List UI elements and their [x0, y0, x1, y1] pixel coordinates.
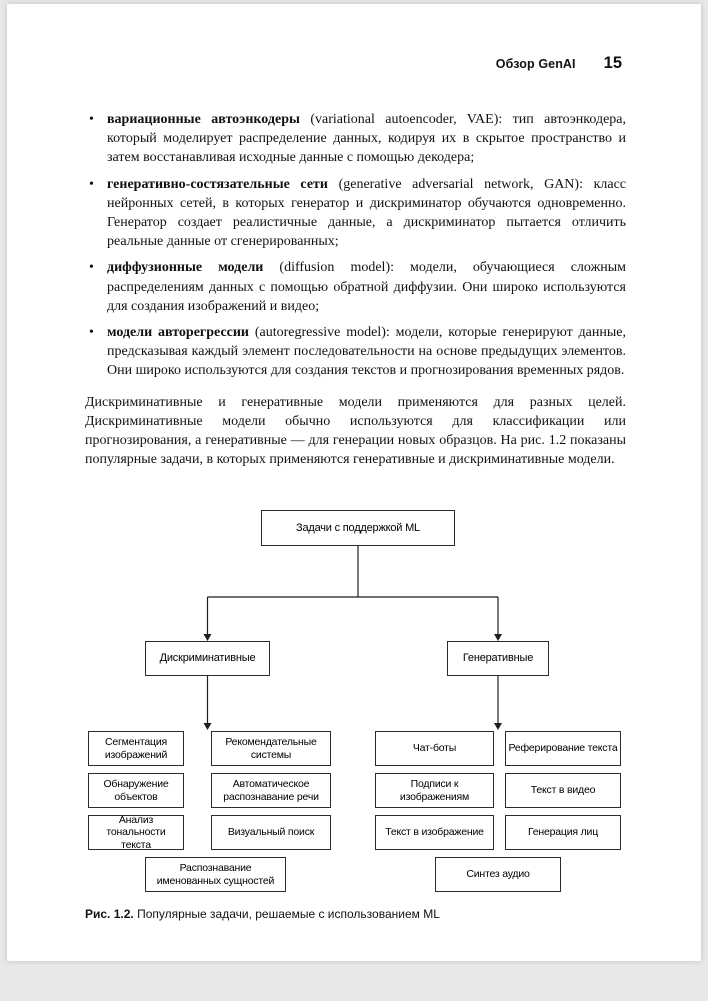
bullet-icon: •	[89, 176, 94, 192]
body-text: • вариационные автоэнкодеры (variational…	[85, 110, 626, 469]
definition-gan: (generative adversarial network, GAN): к…	[107, 176, 626, 250]
list-item: • диффузионные модели (diffusion model):…	[85, 258, 626, 316]
list-item-text: генеративно-состязательные сети (generat…	[107, 175, 626, 252]
list-item-text: вариационные автоэнкодеры (variational a…	[107, 110, 626, 168]
definition-autoregressive: (autoregressive model): модели, которые …	[107, 325, 626, 379]
bullet-icon: •	[89, 325, 94, 341]
term-autoregressive: модели авторегрессии	[107, 325, 250, 341]
list-item-text: модели авторегрессии (autoregressive mod…	[107, 323, 626, 381]
list-item: • генеративно-состязательные сети (gener…	[85, 175, 626, 252]
diagram-box-discriminative: Дискриминативные	[145, 641, 270, 676]
list-item: • вариационные автоэнкодеры (variational…	[85, 110, 626, 168]
term-vae: вариационные автоэнкодеры	[107, 112, 300, 127]
definition-vae: (variational autoencoder, VAE): тип авто…	[107, 112, 626, 166]
chapter-title: Обзор GenAI	[495, 57, 576, 71]
diagram-box-ml-tasks-root: Задачи с поддержкой ML	[261, 510, 455, 546]
definition-diffusion: (diffusion model): модели, обучающиеся с…	[107, 260, 626, 314]
list-item: • модели авторегрессии (autoregressive m…	[85, 323, 626, 381]
diagram-box-image-captioning: Подписи к изображениям	[375, 773, 494, 808]
diagram-box-audio-synthesis: Синтез аудио	[435, 857, 561, 892]
term-gan: генеративно-состязательные сети	[107, 176, 328, 192]
bullet-icon: •	[89, 112, 94, 127]
diagram-box-named-entity-recognition: Распознавание именованных сущностей	[145, 857, 286, 892]
diagram-connectors	[203, 546, 502, 730]
term-diffusion: диффузионные модели	[107, 260, 264, 276]
diagram-box-face-generation: Генерация лиц	[505, 815, 621, 850]
diagram-box-generative: Генеративные	[447, 641, 549, 676]
bullet-icon: •	[89, 260, 94, 276]
running-head: Обзор GenAI 15	[496, 54, 622, 73]
book-page: Обзор GenAI 15 • вариационные автоэнкоде…	[7, 4, 701, 961]
diagram-box-sentiment-analysis: Анализ тональности текста	[88, 814, 184, 851]
diagram-box-object-detection: Обнаружение объектов	[88, 773, 184, 808]
diagram-box-image-segmentation: Сегментация изображений	[88, 731, 184, 766]
list-item-text: диффузионные модели (diffusion model): м…	[107, 258, 626, 316]
paragraph: Дискриминативные и генеративные модели п…	[85, 394, 626, 468]
diagram-box-text-summarization: Реферирование текста	[505, 731, 621, 766]
diagram-box-text-to-video: Текст в видео	[505, 773, 621, 808]
page-number: 15	[603, 54, 622, 72]
diagram-box-chatbots: Чат-боты	[375, 731, 494, 766]
figure-1-2: Задачи с поддержкой ML Дискриминативные …	[7, 505, 701, 909]
figure-caption: Рис. 1.2. Популярные задачи, решаемые с …	[85, 907, 626, 921]
figure-caption-label: Рис. 1.2.	[85, 907, 134, 921]
diagram-box-text-to-image: Текст в изображение	[375, 815, 494, 850]
diagram-box-speech-recognition: Автоматическое распознавание речи	[211, 773, 331, 808]
figure-caption-text: Популярные задачи, решаемые с использова…	[133, 907, 440, 921]
diagram-box-recommender-systems: Рекомендательные системы	[211, 731, 331, 766]
diagram-box-visual-search: Визуальный поиск	[211, 815, 331, 850]
